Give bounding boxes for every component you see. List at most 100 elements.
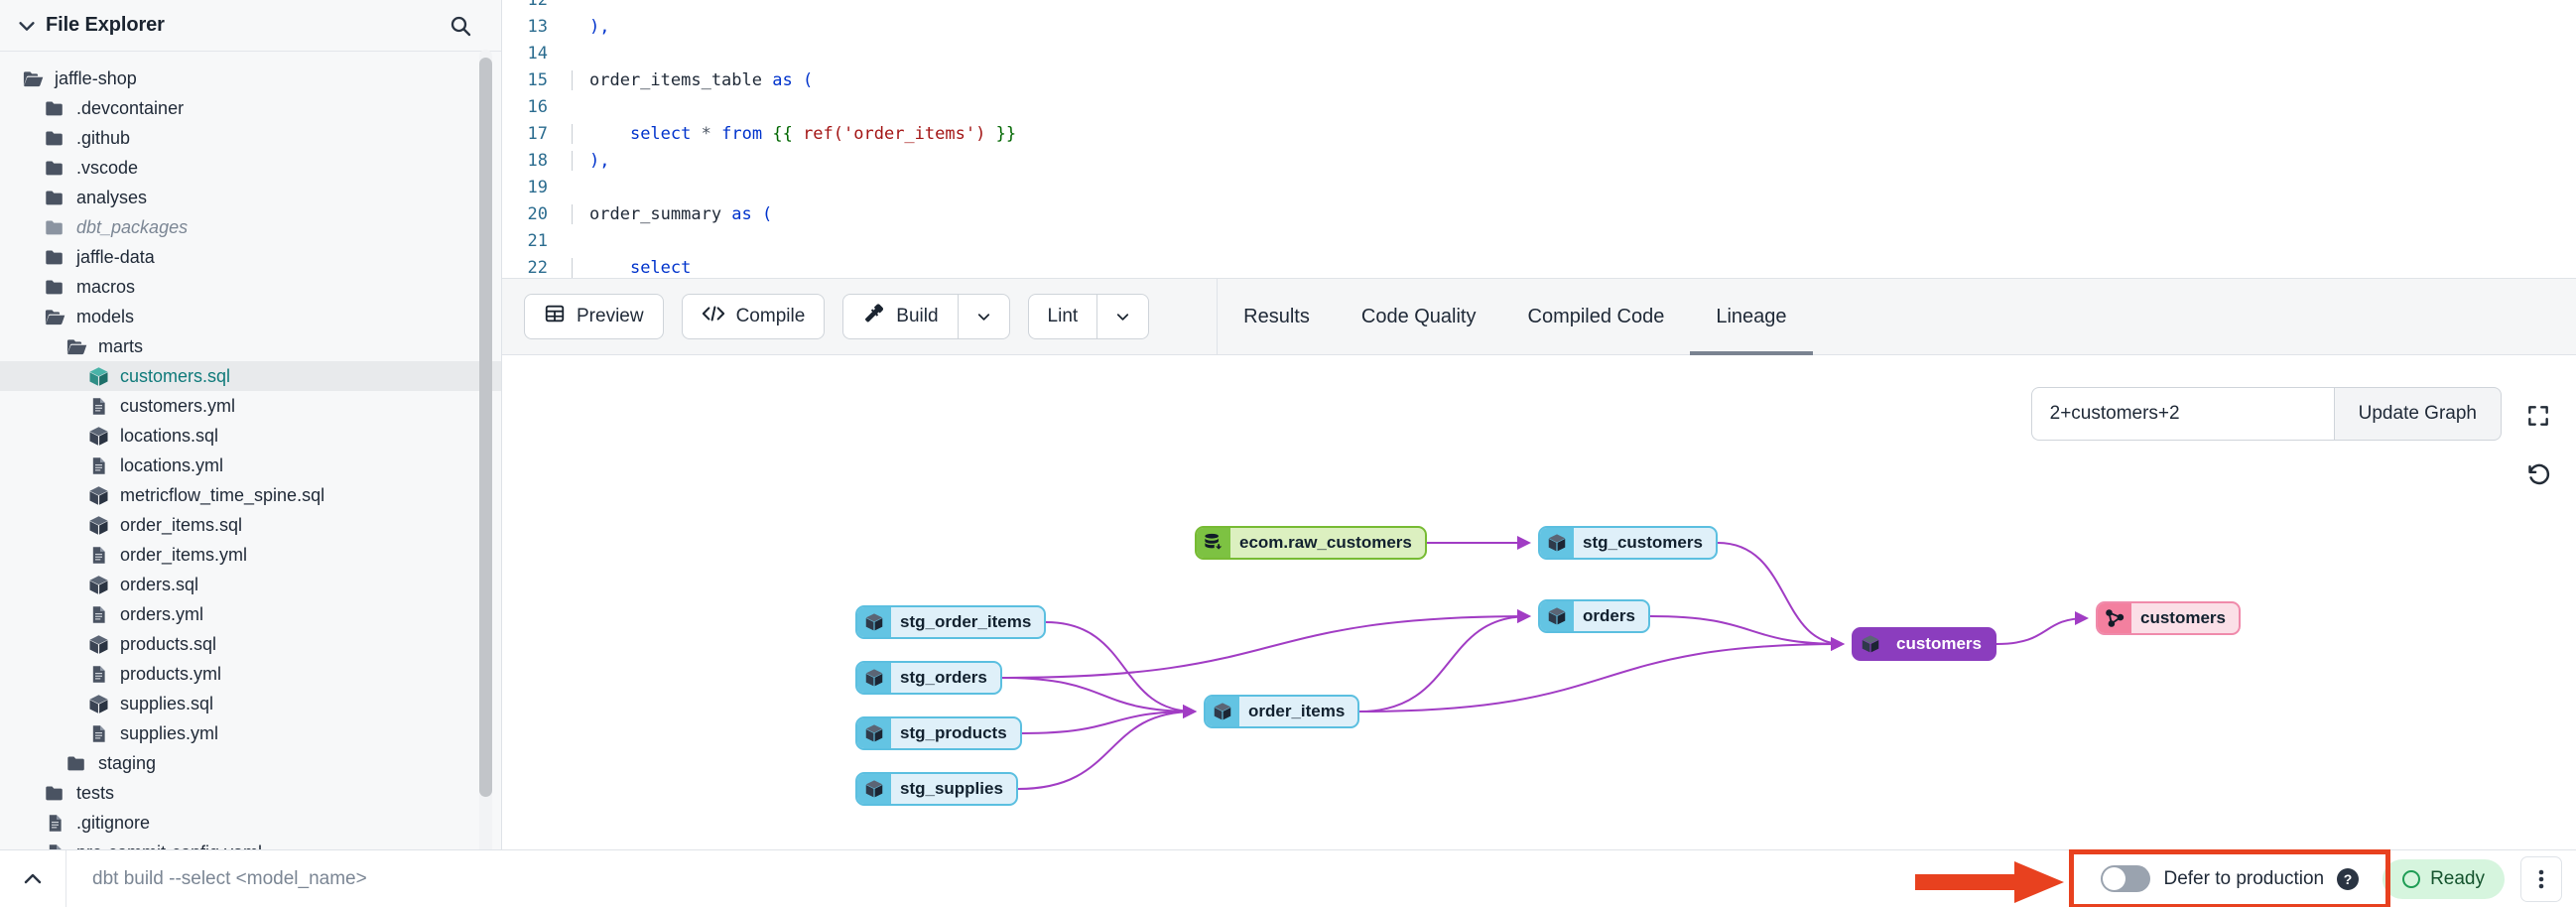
code-line: 14 — [502, 40, 2576, 66]
tree-item--vscode[interactable]: .vscode — [0, 153, 501, 183]
sidebar-scrollbar-thumb[interactable] — [479, 58, 492, 797]
defer-toggle-switch[interactable] — [2101, 865, 2151, 892]
file-explorer-title: File Explorer — [46, 14, 165, 36]
build-split-button: Build — [842, 294, 1010, 339]
compile-button[interactable]: Compile — [681, 294, 826, 339]
tree-item-label: jaffle-shop — [55, 68, 137, 88]
tree-item-products-yml[interactable]: products.yml — [0, 659, 501, 689]
tree-item-customers-sql[interactable]: customers.sql — [0, 361, 501, 391]
code-text: ), — [589, 16, 610, 37]
lineage-node-order_items[interactable]: order_items — [1204, 695, 1360, 728]
lineage-panel: ecom.raw_customers stg_customers stg_order… — [502, 355, 2576, 907]
code-text: order_items_table as ( — [572, 69, 813, 90]
yaml-file-icon — [85, 601, 111, 627]
tree-item-label: metricflow_time_spine.sql — [120, 485, 325, 505]
defer-label: Defer to production — [2163, 867, 2325, 889]
code-line: 17 select * from {{ ref('order_items') }… — [502, 120, 2576, 147]
model-cube-icon — [85, 512, 111, 538]
code-line: 18), — [502, 147, 2576, 174]
lineage-node-label: stg_products — [900, 723, 1007, 742]
lint-dropdown-caret[interactable] — [1096, 294, 1150, 339]
tree-item-staging[interactable]: staging — [0, 748, 501, 778]
tree-item-label: order_items.yml — [120, 545, 248, 565]
tree-item-jaffle-data[interactable]: jaffle-data — [0, 242, 501, 272]
lineage-node-customers_exposure[interactable]: customers — [2096, 601, 2241, 635]
tree-item-label: analyses — [76, 188, 148, 207]
fullscreen-icon[interactable] — [2512, 387, 2564, 445]
tree-item--gitignore[interactable]: .gitignore — [0, 808, 501, 838]
lineage-node-stg_supplies[interactable]: stg_supplies — [855, 772, 1018, 806]
tree-item-label: marts — [98, 336, 143, 356]
tree-item-analyses[interactable]: analyses — [0, 183, 501, 212]
lineage-node-stg_order_items[interactable]: stg_order_items — [855, 605, 1047, 639]
tree-item-label: locations.sql — [120, 426, 219, 446]
tree-item-customers-yml[interactable]: customers.yml — [0, 391, 501, 421]
folder-icon — [42, 214, 67, 240]
folder-icon — [42, 95, 67, 121]
chevron-down-icon[interactable] — [14, 13, 40, 39]
tree-item-dbt-packages[interactable]: dbt_packages — [0, 212, 501, 242]
lineage-node-stg_customers[interactable]: stg_customers — [1538, 526, 1718, 560]
reset-rotate-icon[interactable] — [2512, 445, 2564, 502]
lint-split-button: Lint — [1027, 294, 1150, 339]
command-bar-input[interactable]: dbt build --select <model_name> — [65, 849, 2083, 907]
update-graph-button[interactable]: Update Graph — [2333, 387, 2502, 441]
folder-icon — [42, 274, 67, 300]
tree-item-label: locations.yml — [120, 455, 224, 475]
kebab-menu-icon[interactable] — [2520, 855, 2562, 902]
tree-item-supplies-yml[interactable]: supplies.yml — [0, 718, 501, 748]
lineage-node-stg_orders[interactable]: stg_orders — [855, 661, 1002, 695]
tab-lineage[interactable]: Lineage — [1690, 278, 1813, 355]
yaml-file-icon — [85, 542, 111, 568]
tree-item-macros[interactable]: macros — [0, 272, 501, 302]
help-circle-icon[interactable]: ? — [2337, 867, 2360, 890]
yaml-file-icon — [85, 393, 111, 419]
tree-item-models[interactable]: models — [0, 302, 501, 331]
chevron-up-icon[interactable] — [0, 850, 65, 907]
tree-item-marts[interactable]: marts — [0, 331, 501, 361]
code-text: order_summary as ( — [572, 203, 772, 224]
tree-item--github[interactable]: .github — [0, 123, 501, 153]
graph-selector-input[interactable] — [2030, 387, 2334, 441]
lint-button[interactable]: Lint — [1027, 294, 1097, 339]
tree-item-metricflow-time-spine-sql[interactable]: metricflow_time_spine.sql — [0, 480, 501, 510]
lineage-node-stg_products[interactable]: stg_products — [855, 716, 1022, 750]
tab-compiled-code[interactable]: Compiled Code — [1527, 305, 1665, 327]
lineage-node-label: customers — [2140, 608, 2226, 627]
search-icon[interactable] — [446, 11, 475, 41]
tree-item-locations-sql[interactable]: locations.sql — [0, 421, 501, 451]
build-button[interactable]: Build — [842, 294, 958, 339]
tree-item-tests[interactable]: tests — [0, 778, 501, 808]
tree-item-label: .devcontainer — [76, 98, 185, 118]
tree-item-orders-yml[interactable]: orders.yml — [0, 599, 501, 629]
preview-button[interactable]: Preview — [524, 294, 664, 339]
tree-item--devcontainer[interactable]: .devcontainer — [0, 93, 501, 123]
tree-item-orders-sql[interactable]: orders.sql — [0, 570, 501, 599]
tree-item-supplies-sql[interactable]: supplies.sql — [0, 689, 501, 718]
tree-item-order-items-yml[interactable]: order_items.yml — [0, 540, 501, 570]
tree-item-locations-yml[interactable]: locations.yml — [0, 451, 501, 480]
lineage-node-ecom_raw_customers[interactable]: ecom.raw_customers — [1195, 526, 1427, 560]
tree-item-products-sql[interactable]: products.sql — [0, 629, 501, 659]
graph-side-buttons — [2512, 387, 2564, 502]
folder-icon — [42, 185, 67, 210]
lineage-node-customers_selected[interactable]: customers — [1852, 627, 1996, 661]
build-dropdown-caret[interactable] — [957, 294, 1010, 339]
model-cube-icon — [85, 363, 111, 389]
lineage-node-orders[interactable]: orders — [1538, 599, 1650, 633]
tab-code-quality[interactable]: Code Quality — [1360, 305, 1477, 327]
folder-open-icon — [42, 304, 67, 329]
yaml-file-icon — [85, 661, 111, 687]
tab-results[interactable]: Results — [1243, 305, 1310, 327]
line-number: 22 — [527, 257, 548, 278]
lineage-node-label: stg_supplies — [900, 779, 1003, 798]
lineage-node-label: order_items — [1248, 702, 1346, 720]
lineage-node-label: stg_order_items — [900, 612, 1032, 631]
model-cube-icon — [1540, 601, 1574, 631]
tree-item-order-items-sql[interactable]: order_items.sql — [0, 510, 501, 540]
defer-to-production-toggle[interactable]: Defer to production ? — [2083, 856, 2377, 902]
tree-item-jaffle-shop[interactable]: jaffle-shop — [0, 64, 501, 93]
tree-item-label: customers.yml — [120, 396, 236, 416]
tree-item-label: order_items.sql — [120, 515, 243, 535]
